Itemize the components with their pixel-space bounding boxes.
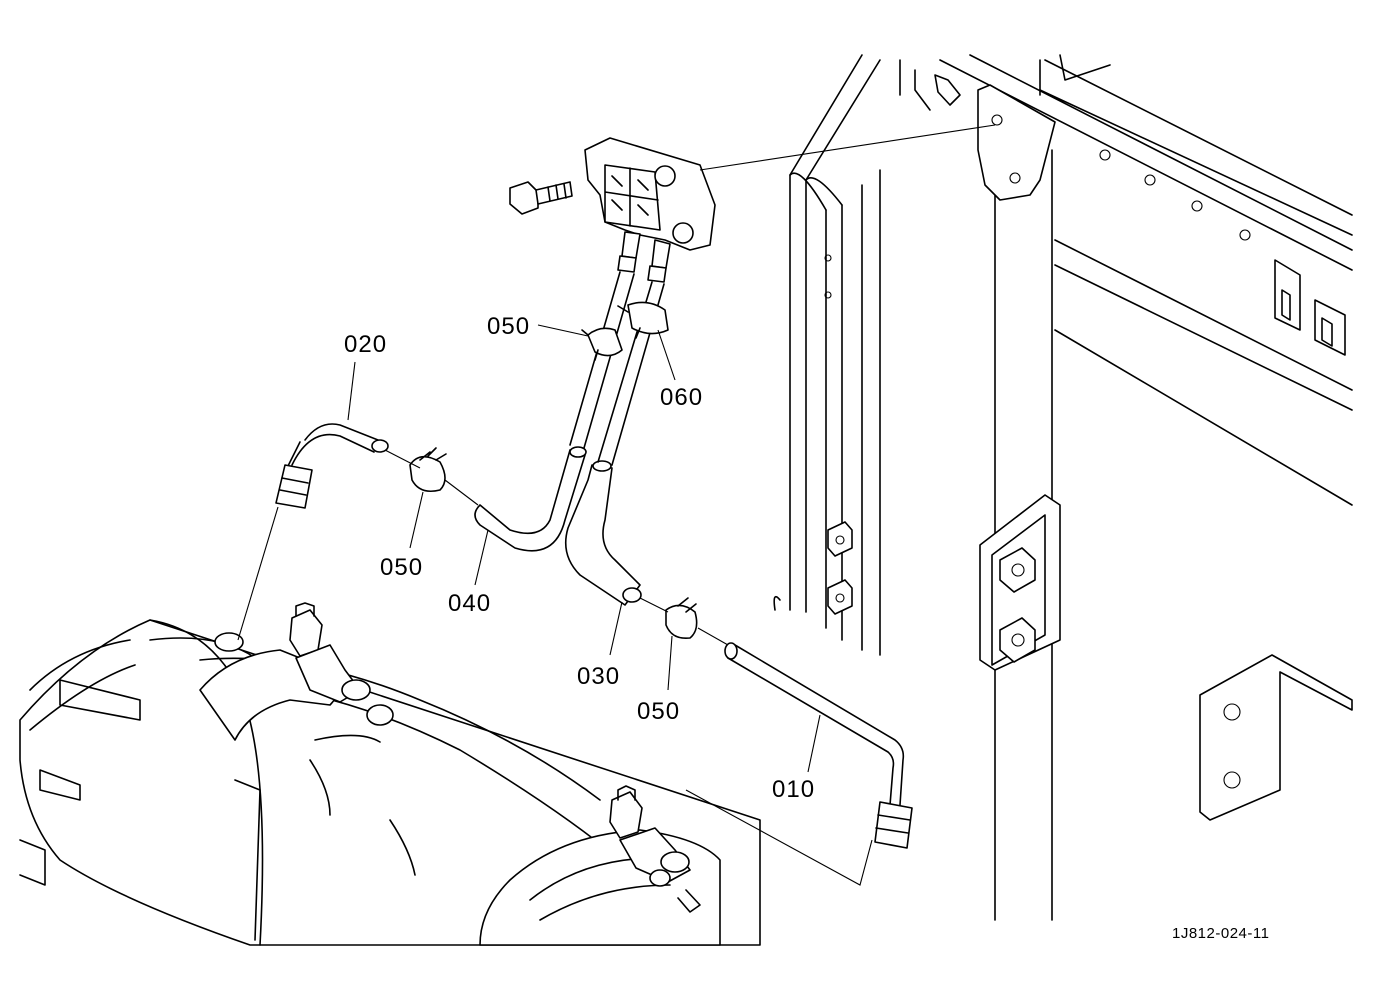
pressure-sensor <box>509 137 716 283</box>
callout-060: 060 <box>660 384 703 411</box>
chassis-frame <box>773 54 1353 921</box>
dpf-cylinder <box>19 602 761 946</box>
callout-040: 040 <box>448 590 491 617</box>
callout-010: 010 <box>772 776 815 803</box>
callout-030: 030 <box>577 663 620 690</box>
diagram-reference-code: 1J812-024-11 <box>1172 925 1269 942</box>
leader-lines <box>237 124 996 886</box>
hoses-and-pipes <box>275 271 913 849</box>
callout-labels: 020 050 060 050 040 030 050 010 1J812-02… <box>344 313 1269 942</box>
hose-clamps <box>409 301 698 640</box>
callout-020: 020 <box>344 331 387 358</box>
callout-050-left: 050 <box>380 554 423 581</box>
callout-050-top: 050 <box>487 313 530 340</box>
callout-050-bottom: 050 <box>637 698 680 725</box>
